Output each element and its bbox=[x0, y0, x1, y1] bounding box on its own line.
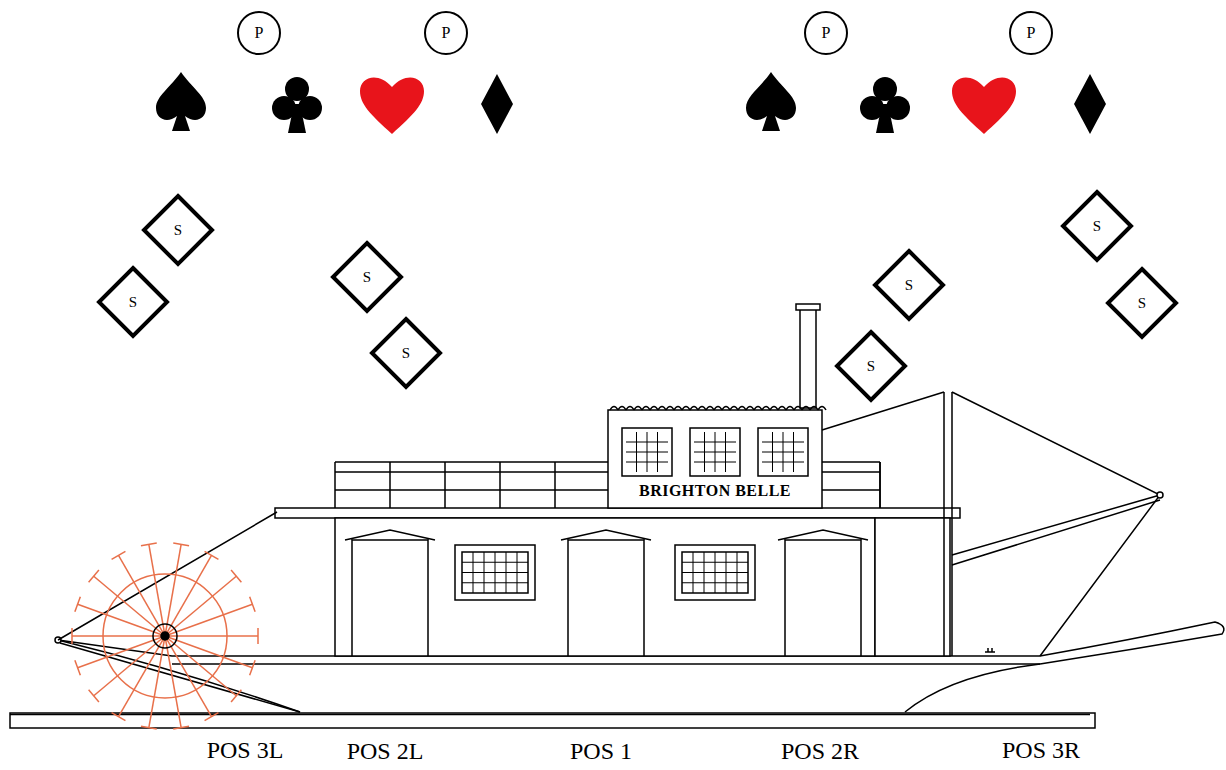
station-diamond: S bbox=[141, 193, 215, 267]
cabin bbox=[275, 508, 960, 656]
node-label: P bbox=[822, 25, 831, 41]
position-label: POS 1 bbox=[570, 739, 632, 763]
position-label: POS 3L bbox=[207, 738, 284, 762]
station-diamond: S bbox=[872, 248, 946, 322]
node-label: S bbox=[1093, 219, 1101, 234]
node-label: P bbox=[255, 25, 264, 41]
station-diamond: S bbox=[834, 329, 908, 403]
node-label: S bbox=[1138, 296, 1146, 311]
node-label: S bbox=[363, 270, 371, 285]
paddle-wheel bbox=[72, 543, 258, 729]
position-circle: P bbox=[424, 11, 468, 55]
station-diamond: S bbox=[330, 240, 404, 314]
station-diamond: S bbox=[96, 265, 170, 339]
station-diamond: S bbox=[1060, 189, 1134, 263]
station-diamond: S bbox=[369, 316, 443, 390]
node-label: P bbox=[442, 25, 451, 41]
position-label: POS 2L bbox=[347, 739, 424, 763]
station-diamond: S bbox=[1105, 266, 1179, 340]
node-label: P bbox=[1027, 25, 1036, 41]
node-label: S bbox=[174, 223, 182, 238]
rigging bbox=[58, 392, 1163, 712]
node-label: S bbox=[905, 278, 913, 293]
water bbox=[10, 713, 1095, 728]
position-label: POS 2R bbox=[781, 739, 859, 763]
position-circle: P bbox=[804, 11, 848, 55]
pilot-house bbox=[608, 304, 826, 508]
card-suits bbox=[156, 72, 1106, 134]
node-label: S bbox=[402, 346, 410, 361]
position-circle: P bbox=[1009, 11, 1053, 55]
position-label: POS 3R bbox=[1002, 738, 1080, 762]
node-label: S bbox=[867, 359, 875, 374]
position-circle: P bbox=[237, 11, 281, 55]
node-label: S bbox=[129, 295, 137, 310]
boat-name: BRIGHTON BELLE bbox=[637, 482, 793, 500]
